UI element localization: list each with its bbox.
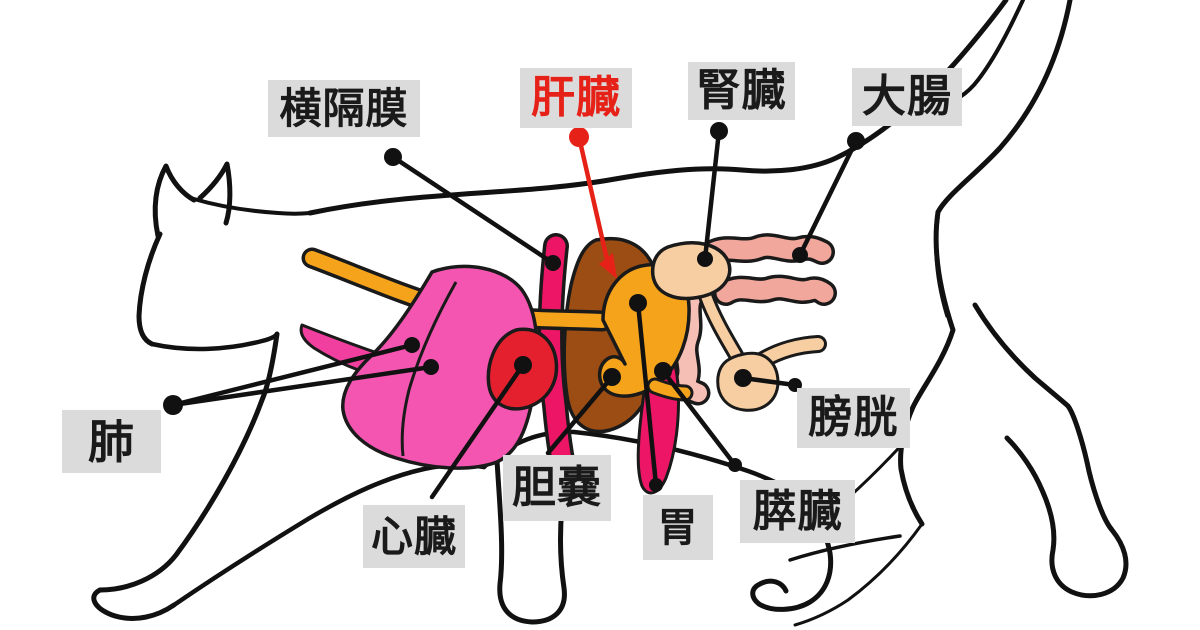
- urethra-tube: [754, 335, 827, 369]
- cat-hind-ground-line: [793, 522, 924, 627]
- cat-ear-right: [197, 161, 233, 226]
- cat-hind-leg-far: [972, 302, 1129, 599]
- leader-large-intestine: [792, 132, 865, 263]
- ureter: [698, 288, 744, 363]
- label-lung: 肺: [62, 410, 161, 473]
- cat-front-paw: [91, 587, 177, 621]
- label-diaphragm: 横隔膜: [268, 80, 420, 137]
- lung-lobe-line: [400, 281, 458, 457]
- label-bladder: 膀胱: [797, 388, 910, 448]
- leader-liver: [569, 127, 617, 279]
- cat-tail-inner: [958, 0, 1025, 99]
- cat-front-leg-near-left: [494, 458, 535, 625]
- label-stomach: 胃: [643, 495, 713, 560]
- leader-pancreas: [654, 362, 742, 472]
- kidney: [650, 241, 732, 301]
- cat-head-top: [192, 197, 312, 216]
- cat-face-front: [136, 231, 163, 347]
- label-large-intestine: 大腸: [852, 68, 962, 126]
- leader-heart: [429, 356, 532, 500]
- large-intestine: [699, 233, 837, 306]
- cat-hind-thigh-line: [788, 534, 902, 562]
- leader-gallbladder: [545, 368, 621, 456]
- leader-lines: [163, 122, 865, 500]
- leader-stomach: [629, 294, 663, 492]
- leader-lung: [163, 337, 439, 415]
- label-heart: 心臓: [363, 505, 465, 568]
- duodenum-stub: [646, 377, 694, 402]
- label-kidney: 腎臓: [688, 62, 795, 120]
- cat-ear-left: [152, 163, 197, 239]
- cat-back-and-tail: [307, 0, 1009, 216]
- cat-jaw: [149, 331, 280, 352]
- label-gallbladder: 胆嚢: [503, 455, 611, 521]
- label-liver: 肝臓: [520, 68, 632, 128]
- leader-kidney: [697, 122, 728, 267]
- leader-diaphragm: [384, 148, 561, 271]
- cat-rump-inner-line: [934, 216, 949, 318]
- label-pancreas: 膵臓: [740, 480, 855, 543]
